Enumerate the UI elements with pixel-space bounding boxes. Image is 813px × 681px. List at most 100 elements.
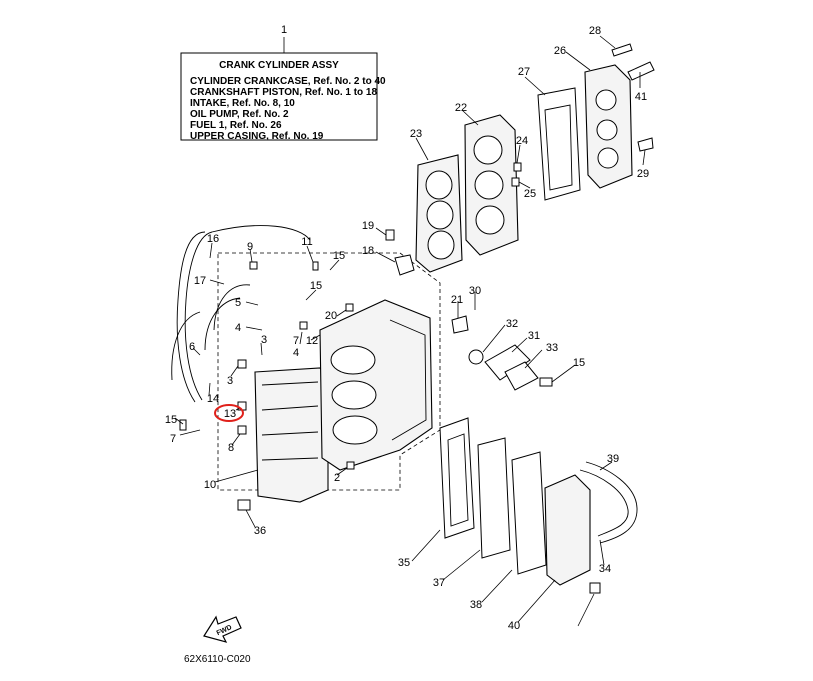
- crankcase-ribs: [261, 381, 319, 461]
- thermo-switch: [627, 61, 655, 81]
- callout-6[interactable]: 3: [261, 334, 267, 346]
- callout-5[interactable]: 20: [325, 310, 337, 322]
- legend-title: CRANK CYLINDER ASSY: [219, 60, 339, 71]
- callout-41[interactable]: 41: [635, 91, 647, 103]
- callout-4[interactable]: 12: [306, 335, 318, 347]
- callout-15[interactable]: 5: [235, 297, 241, 309]
- callout-11[interactable]: 11: [301, 236, 312, 248]
- jacket-gasket-inner: [544, 104, 573, 191]
- hose: [176, 231, 206, 403]
- callout-13[interactable]: 14: [207, 393, 219, 405]
- crank-bore: [330, 345, 376, 375]
- callout-12[interactable]: 6: [189, 341, 195, 353]
- callout-29[interactable]: 29: [637, 168, 649, 180]
- bolt: [237, 499, 251, 511]
- callout-17[interactable]: 17: [194, 275, 206, 287]
- bore: [426, 200, 454, 230]
- callout-34[interactable]: 40: [508, 620, 520, 632]
- hose: [184, 231, 213, 401]
- bore: [474, 170, 504, 200]
- callout-numbers: 28 26 27 41 22 23 24 25 29 19 18 16 9 11…: [165, 25, 649, 632]
- leader-lines: [174, 35, 646, 627]
- bolt: [513, 162, 522, 172]
- bolt: [299, 321, 308, 330]
- highlight-ring: [214, 404, 244, 422]
- callout-31[interactable]: 33: [546, 342, 558, 354]
- callout-4[interactable]: 7: [293, 335, 299, 347]
- bore: [425, 170, 453, 200]
- block-side: [389, 319, 427, 441]
- cover-port: [596, 119, 618, 141]
- callout-39[interactable]: 34: [599, 563, 611, 575]
- callout-19[interactable]: 19: [362, 220, 374, 232]
- bracket: [451, 315, 469, 334]
- fitting: [468, 349, 484, 365]
- hose: [171, 311, 201, 381]
- callout-7[interactable]: 4: [293, 347, 299, 359]
- callout-24[interactable]: 24: [516, 135, 528, 147]
- callout-22[interactable]: 22: [455, 102, 467, 114]
- exhaust-gasket: [439, 417, 475, 539]
- callout-28[interactable]: 28: [589, 25, 601, 37]
- callout-33[interactable]: 15: [573, 357, 585, 369]
- diagram-code: 62X6110-C020: [184, 654, 251, 665]
- legend-line: FUEL 1, Ref. No. 26: [190, 120, 282, 131]
- callout-3-highlighted[interactable]: 13: [224, 408, 236, 420]
- callout-25[interactable]: 25: [524, 188, 536, 200]
- fwd-arrow: FWD: [203, 615, 242, 643]
- callout-15[interactable]: 7: [170, 433, 176, 445]
- legend-frame: [180, 52, 378, 141]
- callout-15[interactable]: 15: [333, 250, 345, 262]
- callout-20[interactable]: 21: [451, 294, 463, 306]
- callout-14[interactable]: 15: [165, 414, 177, 426]
- bore: [473, 135, 503, 165]
- exhaust-cover: [544, 474, 591, 586]
- legend-ref-number[interactable]: 1: [281, 24, 287, 36]
- bolt: [345, 303, 354, 312]
- callout-8[interactable]: 2: [334, 472, 340, 484]
- bolt: [511, 177, 520, 187]
- callout-21[interactable]: 30: [469, 285, 481, 297]
- arrow-icon: [203, 615, 242, 643]
- bolt: [611, 43, 633, 57]
- callout-10[interactable]: 36: [254, 525, 266, 537]
- jacket-gasket: [537, 87, 581, 201]
- bore: [475, 205, 505, 235]
- hose: [204, 297, 241, 351]
- gasket-plate: [484, 344, 531, 381]
- callout-7[interactable]: 8: [228, 442, 234, 454]
- bolt: [539, 377, 553, 387]
- crank-bore: [331, 380, 377, 410]
- callout-27[interactable]: 27: [518, 66, 530, 78]
- callout-23[interactable]: 23: [410, 128, 422, 140]
- callout-16[interactable]: 16: [207, 233, 219, 245]
- callout-15[interactable]: 4: [235, 322, 241, 334]
- bolt: [637, 137, 654, 152]
- clamp: [394, 254, 415, 276]
- callout-37[interactable]: 38: [470, 599, 482, 611]
- callout-35[interactable]: 37: [433, 577, 445, 589]
- legend-line: CYLINDER CRANKCASE, Ref. No. 2 to 40: [190, 76, 386, 87]
- callout-3[interactable]: 3: [227, 375, 233, 387]
- callout-18[interactable]: 18: [362, 245, 374, 257]
- cylinder-block: [319, 299, 433, 471]
- callout-9[interactable]: 9: [247, 241, 253, 253]
- legend-line: UPPER CASING, Ref. No. 19: [190, 131, 324, 142]
- bolt: [237, 425, 247, 435]
- callout-38[interactable]: 39: [607, 453, 619, 465]
- hose: [585, 461, 638, 544]
- exhaust-inner-plate: [477, 437, 511, 559]
- callout-30[interactable]: 32: [506, 318, 518, 330]
- bolt: [249, 261, 258, 270]
- crankcase: [254, 367, 329, 503]
- callout-26[interactable]: 26: [554, 45, 566, 57]
- legend-line: CRANKSHAFT PISTON, Ref. No. 1 to 18: [190, 87, 377, 98]
- callout-32[interactable]: 31: [528, 330, 540, 342]
- callout-17[interactable]: 15: [310, 280, 322, 292]
- part-drawings: [171, 43, 655, 594]
- callout-36[interactable]: 35: [398, 557, 410, 569]
- legend-line: OIL PUMP, Ref. No. 2: [190, 109, 289, 120]
- bolt: [312, 261, 319, 271]
- callout-2[interactable]: 10: [204, 479, 216, 491]
